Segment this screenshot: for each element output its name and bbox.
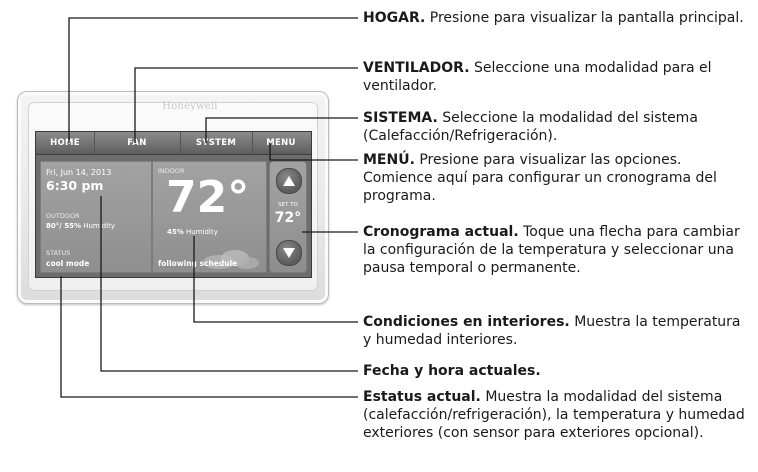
set-to-value: 72° bbox=[274, 210, 302, 226]
callout-datetime-heading: Fecha y hora actuales. bbox=[363, 363, 541, 379]
leader-menu bbox=[269, 143, 358, 161]
callout-schedule-heading: Cronograma actual. bbox=[363, 224, 519, 240]
callout-indoor-text: Muestra la temperatura y humedad interio… bbox=[363, 314, 741, 348]
callout-fan-text: Seleccione una modalidad para el ventila… bbox=[363, 60, 712, 94]
system-button[interactable]: SYSTEM bbox=[180, 132, 253, 154]
callout-home: HOGAR. Presione para visualizar la panta… bbox=[363, 9, 753, 27]
indoor-panel: INDOOR 72° 45% Humidity following schedu… bbox=[152, 161, 267, 273]
callout-status-heading: Estatus actual. bbox=[363, 389, 481, 405]
callout-fan: VENTILADOR. Seleccione una modalidad par… bbox=[363, 59, 753, 95]
temp-up-button[interactable] bbox=[276, 168, 302, 194]
menu-bar: HOME FAN SYSTEM MENU bbox=[36, 132, 311, 155]
callout-datetime: Fecha y hora actuales. bbox=[363, 362, 753, 380]
leader-home bbox=[68, 17, 358, 143]
callout-status: Estatus actual. Muestra la modalidad del… bbox=[363, 388, 753, 442]
outdoor-readout: 80°/ 55% Humidity bbox=[46, 222, 115, 230]
callout-schedule-text: Toque una flecha para cambiar la configu… bbox=[363, 224, 740, 276]
callout-system: SISTEMA. Seleccione la modalidad del sis… bbox=[363, 109, 753, 145]
callout-schedule: Cronograma actual. Toque una flecha para… bbox=[363, 223, 753, 277]
callout-home-text: Presione para visualizar la pantalla pri… bbox=[429, 10, 744, 26]
status-label: STATUS bbox=[46, 249, 71, 257]
callout-system-heading: SISTEMA. bbox=[363, 110, 438, 126]
setpoint-panel: SET TO 72° bbox=[269, 161, 307, 273]
callout-menu: MENÚ. Presione para visualizar las opcio… bbox=[363, 151, 753, 205]
temp-down-button[interactable] bbox=[276, 240, 302, 266]
leader-indoor bbox=[193, 236, 358, 323]
indoor-temperature: 72° bbox=[166, 172, 250, 223]
leader-datetime bbox=[100, 196, 358, 372]
callout-indoor: Condiciones en interiores. Muestra la te… bbox=[363, 313, 753, 349]
callout-status-text: Muestra la modalidad del sistema (calefa… bbox=[363, 389, 745, 441]
arrow-down-icon bbox=[283, 248, 295, 258]
current-date: Fri, Jun 14, 2013 bbox=[46, 168, 112, 177]
outdoor-label: OUTDOOR bbox=[46, 212, 80, 220]
callout-menu-text: Presione para visualizar las opciones. C… bbox=[363, 152, 717, 204]
set-to-label: SET TO bbox=[278, 202, 298, 208]
schedule-status[interactable]: following schedule bbox=[158, 259, 238, 268]
date-status-panel: Fri, Jun 14, 2013 6:30 pm OUTDOOR 80°/ 5… bbox=[40, 161, 152, 273]
thermostat-screen: HOME FAN SYSTEM MENU Fri, Jun 14, 2013 6… bbox=[35, 131, 312, 278]
indoor-humidity-word: Humidity bbox=[186, 228, 218, 236]
callout-indoor-heading: Condiciones en interiores. bbox=[363, 314, 570, 330]
leader-system bbox=[205, 117, 358, 143]
outdoor-humidity-word: Humidity bbox=[83, 222, 115, 230]
arrow-up-icon bbox=[283, 176, 295, 186]
home-button[interactable]: HOME bbox=[36, 132, 95, 154]
fan-button[interactable]: FAN bbox=[94, 132, 181, 154]
callout-menu-heading: MENÚ. bbox=[363, 152, 415, 168]
callout-home-heading: HOGAR. bbox=[363, 10, 426, 26]
brand-logo: Honeywell bbox=[162, 101, 218, 112]
status-value[interactable]: cool mode bbox=[46, 259, 90, 268]
leader-fan bbox=[134, 67, 358, 143]
callout-system-text: Seleccione la modalidad del sistema (Cal… bbox=[363, 110, 698, 144]
cloud-graphic bbox=[203, 250, 259, 269]
menu-button[interactable]: MENU bbox=[266, 138, 296, 148]
indoor-humidity-pct: 45% bbox=[167, 228, 184, 236]
indoor-humidity: 45% Humidity bbox=[167, 228, 218, 236]
callout-fan-heading: VENTILADOR. bbox=[363, 60, 470, 76]
current-time: 6:30 pm bbox=[46, 178, 104, 193]
outdoor-temp-humidity: 80°/ 55% bbox=[46, 222, 81, 230]
leader-status bbox=[60, 276, 358, 398]
indoor-label: INDOOR bbox=[158, 167, 185, 175]
